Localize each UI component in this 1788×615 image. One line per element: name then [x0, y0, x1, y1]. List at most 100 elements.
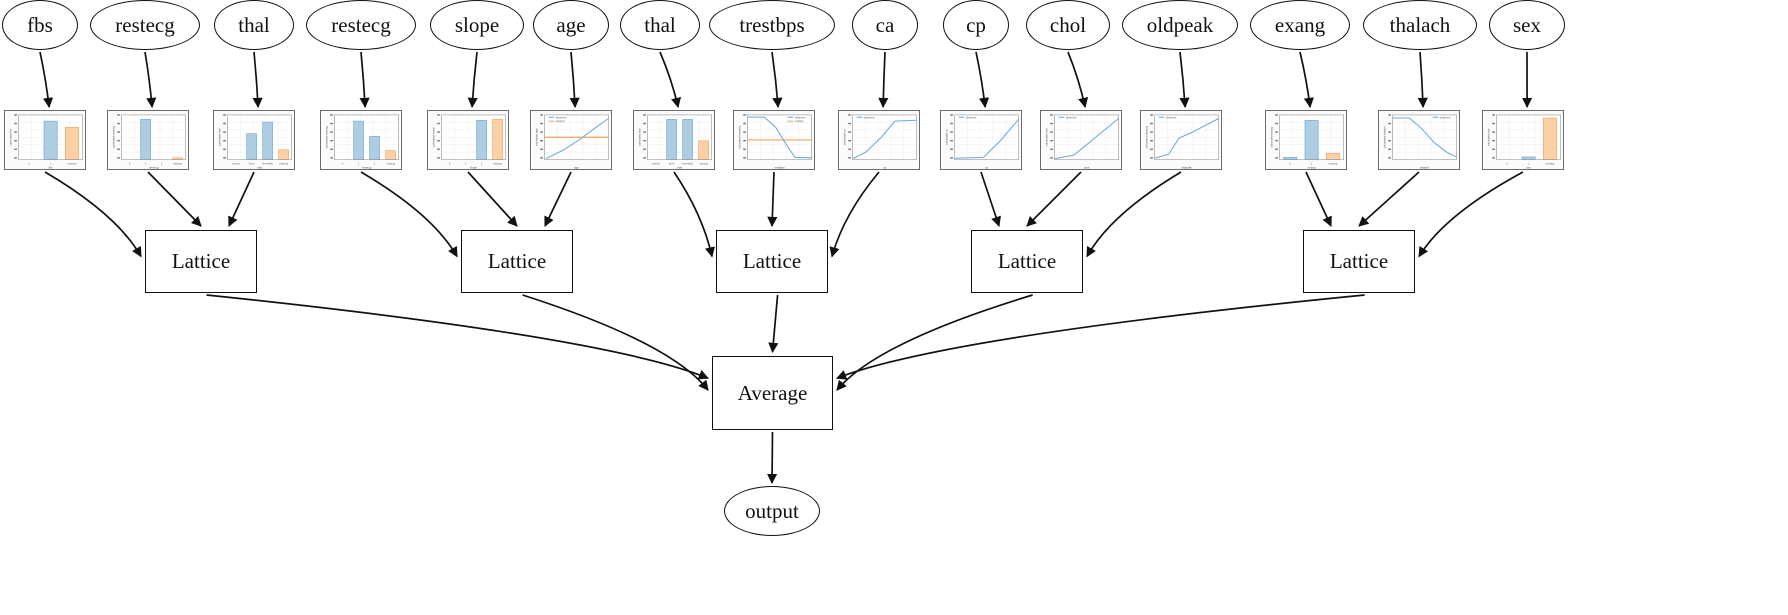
- svg-text:0: 0: [29, 162, 31, 165]
- svg-text:0: 0: [449, 162, 451, 165]
- svg-text:1: 1: [145, 162, 147, 165]
- feature-node-chol[interactable]: chol: [1026, 0, 1110, 50]
- edge-cal-ca-to-lattice-3: [829, 171, 880, 258]
- edge-cal-chol-to-lattice-4: [1026, 171, 1082, 227]
- edge-exang-to-cal-exang: [1299, 51, 1314, 109]
- svg-text:thalach: thalach: [1420, 166, 1430, 169]
- lattice-node-1[interactable]: Lattice: [145, 230, 257, 293]
- lattice-node-3[interactable]: Lattice: [716, 230, 828, 293]
- svg-text:missing: missing: [795, 120, 804, 123]
- svg-text:missing: missing: [279, 162, 288, 165]
- svg-text:calibrated oldpeak: calibrated oldpeak: [1144, 125, 1148, 148]
- svg-text:fbs: fbs: [49, 166, 53, 169]
- lattice-node-4[interactable]: Lattice: [971, 230, 1083, 293]
- feature-node-slope[interactable]: slope: [430, 0, 524, 50]
- svg-text:observed: observed: [1166, 116, 1177, 119]
- edge-average-to-output: [766, 431, 778, 485]
- calibrator-plot-cal-oldpeak[interactable]: calibrated oldpeak observed oldpeak: [1140, 110, 1222, 170]
- feature-node-age[interactable]: age: [533, 0, 609, 50]
- edge-cal-thalach-to-lattice-5: [1358, 171, 1420, 227]
- edge-oldpeak-to-cal-oldpeak: [1179, 51, 1190, 109]
- svg-text:observed: observed: [556, 116, 567, 119]
- svg-text:calibrated age: calibrated age: [534, 128, 538, 146]
- svg-text:0: 0: [342, 162, 344, 165]
- average-node[interactable]: Average: [712, 356, 833, 430]
- feature-node-cp[interactable]: cp: [943, 0, 1009, 50]
- svg-text:1: 1: [465, 162, 467, 165]
- svg-text:calibrated exang: calibrated exang: [1269, 127, 1273, 148]
- svg-text:oldpeak: oldpeak: [1182, 166, 1193, 169]
- edge-cal-trestbps-to-lattice-3: [767, 171, 778, 228]
- edge-cal-thal2-to-lattice-3: [673, 171, 715, 258]
- svg-text:0: 0: [1507, 162, 1509, 165]
- svg-text:0: 0: [129, 162, 131, 165]
- edge-restecg2-to-cal-restecg2: [359, 51, 370, 109]
- svg-text:missing: missing: [1546, 162, 1555, 165]
- edge-trestbps-to-cal-trestbps: [771, 51, 783, 109]
- edge-lattice-3-to-average: [768, 294, 779, 354]
- feature-node-ca[interactable]: ca: [852, 0, 918, 50]
- svg-text:observed: observed: [864, 116, 875, 119]
- svg-text:1: 1: [50, 162, 52, 165]
- edge-lattice-5-to-average: [836, 294, 1365, 380]
- edge-lattice-4-to-average: [836, 294, 1033, 391]
- svg-text:reversible: reversible: [262, 162, 274, 165]
- edge-fbs-to-cal-fbs: [39, 51, 54, 109]
- svg-text:2: 2: [481, 162, 483, 165]
- feature-node-restecg2[interactable]: restecg: [306, 0, 416, 50]
- feature-node-thal1[interactable]: thal: [214, 0, 294, 50]
- svg-text:calibrated trestbps: calibrated trestbps: [737, 125, 741, 149]
- svg-text:slope: slope: [470, 166, 477, 169]
- lattice-node-2[interactable]: Lattice: [461, 230, 573, 293]
- feature-node-trestbps[interactable]: trestbps: [709, 0, 835, 50]
- svg-text:2: 2: [374, 162, 376, 165]
- svg-text:1: 1: [1311, 162, 1313, 165]
- lattice-node-5[interactable]: Lattice: [1303, 230, 1415, 293]
- edge-restecg1-to-cal-restecg1: [144, 51, 157, 109]
- svg-text:calibrated restecg: calibrated restecg: [111, 126, 115, 149]
- edge-lattice-1-to-average: [206, 294, 709, 380]
- feature-node-oldpeak[interactable]: oldpeak: [1122, 0, 1238, 50]
- feature-node-thalach[interactable]: thalach: [1363, 0, 1477, 50]
- svg-text:calibrated thalach: calibrated thalach: [1382, 126, 1386, 148]
- edge-cal-restecg2-to-lattice-2: [360, 171, 458, 258]
- edge-thalach-to-cal-thalach: [1417, 51, 1428, 109]
- feature-node-sex[interactable]: sex: [1489, 0, 1565, 50]
- edge-ca-to-cal-ca: [878, 51, 889, 109]
- edge-cal-age-to-lattice-2: [544, 171, 572, 227]
- svg-text:missing: missing: [493, 162, 502, 165]
- svg-text:missing: missing: [173, 162, 182, 165]
- svg-text:calibrated restecg: calibrated restecg: [324, 126, 328, 149]
- edge-cal-cp-to-lattice-4: [980, 171, 1001, 227]
- feature-node-exang[interactable]: exang: [1250, 0, 1350, 50]
- feature-node-restecg1[interactable]: restecg: [90, 0, 200, 50]
- edge-cal-oldpeak-to-lattice-4: [1086, 171, 1182, 258]
- feature-node-thal2[interactable]: thal: [620, 0, 700, 50]
- feature-node-fbs[interactable]: fbs: [2, 0, 78, 50]
- svg-text:thal: thal: [677, 166, 682, 169]
- svg-text:2: 2: [161, 162, 163, 165]
- output-node[interactable]: output: [724, 486, 820, 536]
- svg-text:observed: observed: [795, 116, 806, 119]
- svg-text:ca: ca: [883, 166, 886, 169]
- svg-text:calibrated fbs: calibrated fbs: [8, 128, 12, 145]
- edge-lattice-2-to-average: [522, 294, 709, 391]
- edge-cal-fbs-to-lattice-1: [44, 171, 142, 258]
- edge-thal1-to-cal-thal1: [252, 51, 263, 109]
- svg-text:calibrated thal: calibrated thal: [637, 128, 641, 146]
